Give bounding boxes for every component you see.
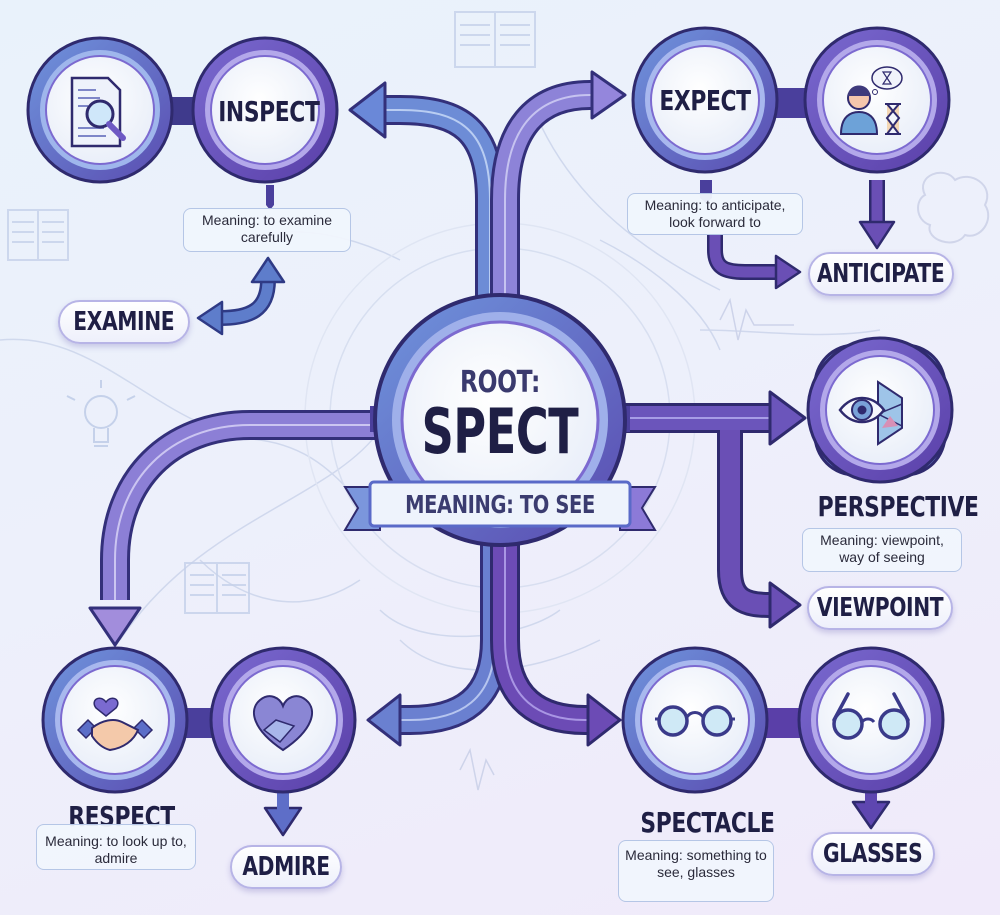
book-icon	[7, 11, 536, 614]
round-glasses-icon	[655, 705, 735, 737]
arrow-to-respect	[88, 410, 390, 647]
circle-expect-icon	[803, 26, 951, 174]
circle-expect-word	[631, 26, 779, 174]
root-word: SPECT	[421, 395, 579, 468]
circle-spectacle-icon	[621, 646, 769, 794]
glasses-pill: GLASSES	[811, 832, 935, 876]
viewpoint-pill: VIEWPOINT	[807, 586, 953, 630]
examine-pill: EXAMINE	[58, 300, 190, 344]
root-ribbon	[343, 480, 657, 531]
brain-icon	[917, 171, 990, 244]
anticipate-label: ANTICIPATE	[817, 259, 945, 289]
spectacle-meaning: Meaning: something to see, glasses	[618, 840, 774, 902]
glasses-icon	[832, 692, 910, 740]
arrow-to-spectacle	[490, 540, 622, 747]
arrow-to-expect	[490, 70, 627, 300]
heart-handshake-icon	[252, 695, 314, 752]
perspective-word: PERSPECTIVE	[817, 490, 979, 523]
arrow-to-viewpoint	[717, 430, 802, 629]
handshake-heart-icon	[76, 697, 154, 752]
admire-label: ADMIRE	[242, 852, 330, 882]
spectacle-word: SPECTACLE	[640, 806, 775, 839]
viewpoint-label: VIEWPOINT	[816, 593, 944, 623]
root-meaning-ribbon: MEANING: TO SEE	[405, 490, 595, 519]
perspective-meaning: Meaning: viewpoint, way of seeing	[802, 528, 962, 572]
lightbulb-icon	[66, 380, 136, 447]
arrow-anticipate-from-meaning	[707, 235, 802, 290]
root-prefix: ROOT:	[460, 365, 540, 400]
admire-pill: ADMIRE	[230, 845, 342, 889]
arrow-examine	[196, 256, 286, 336]
inspect-word: INSPECT	[218, 95, 320, 128]
arrow-to-perspective	[600, 390, 807, 446]
arrow-anticipate-from-icon	[858, 180, 896, 250]
expect-meaning: Meaning: to anticipate, look forward to	[627, 193, 803, 235]
eye-prism-icon	[838, 380, 903, 446]
glasses-label: GLASSES	[823, 839, 923, 869]
person-thinking-hourglass-icon	[839, 66, 903, 135]
arrow-to-admire-pair	[366, 540, 510, 747]
arrow-to-inspect	[348, 81, 505, 300]
respect-meaning: Meaning: to look up to, admire	[36, 824, 196, 870]
arrow-admire	[263, 785, 303, 837]
anticipate-pill: ANTICIPATE	[808, 252, 954, 296]
document-magnifier-icon	[70, 76, 126, 148]
circle-inspect-word	[191, 36, 339, 184]
examine-label: EXAMINE	[73, 307, 175, 337]
expect-word: EXPECT	[659, 84, 751, 117]
inspect-meaning: Meaning: to examine carefully	[183, 208, 351, 252]
